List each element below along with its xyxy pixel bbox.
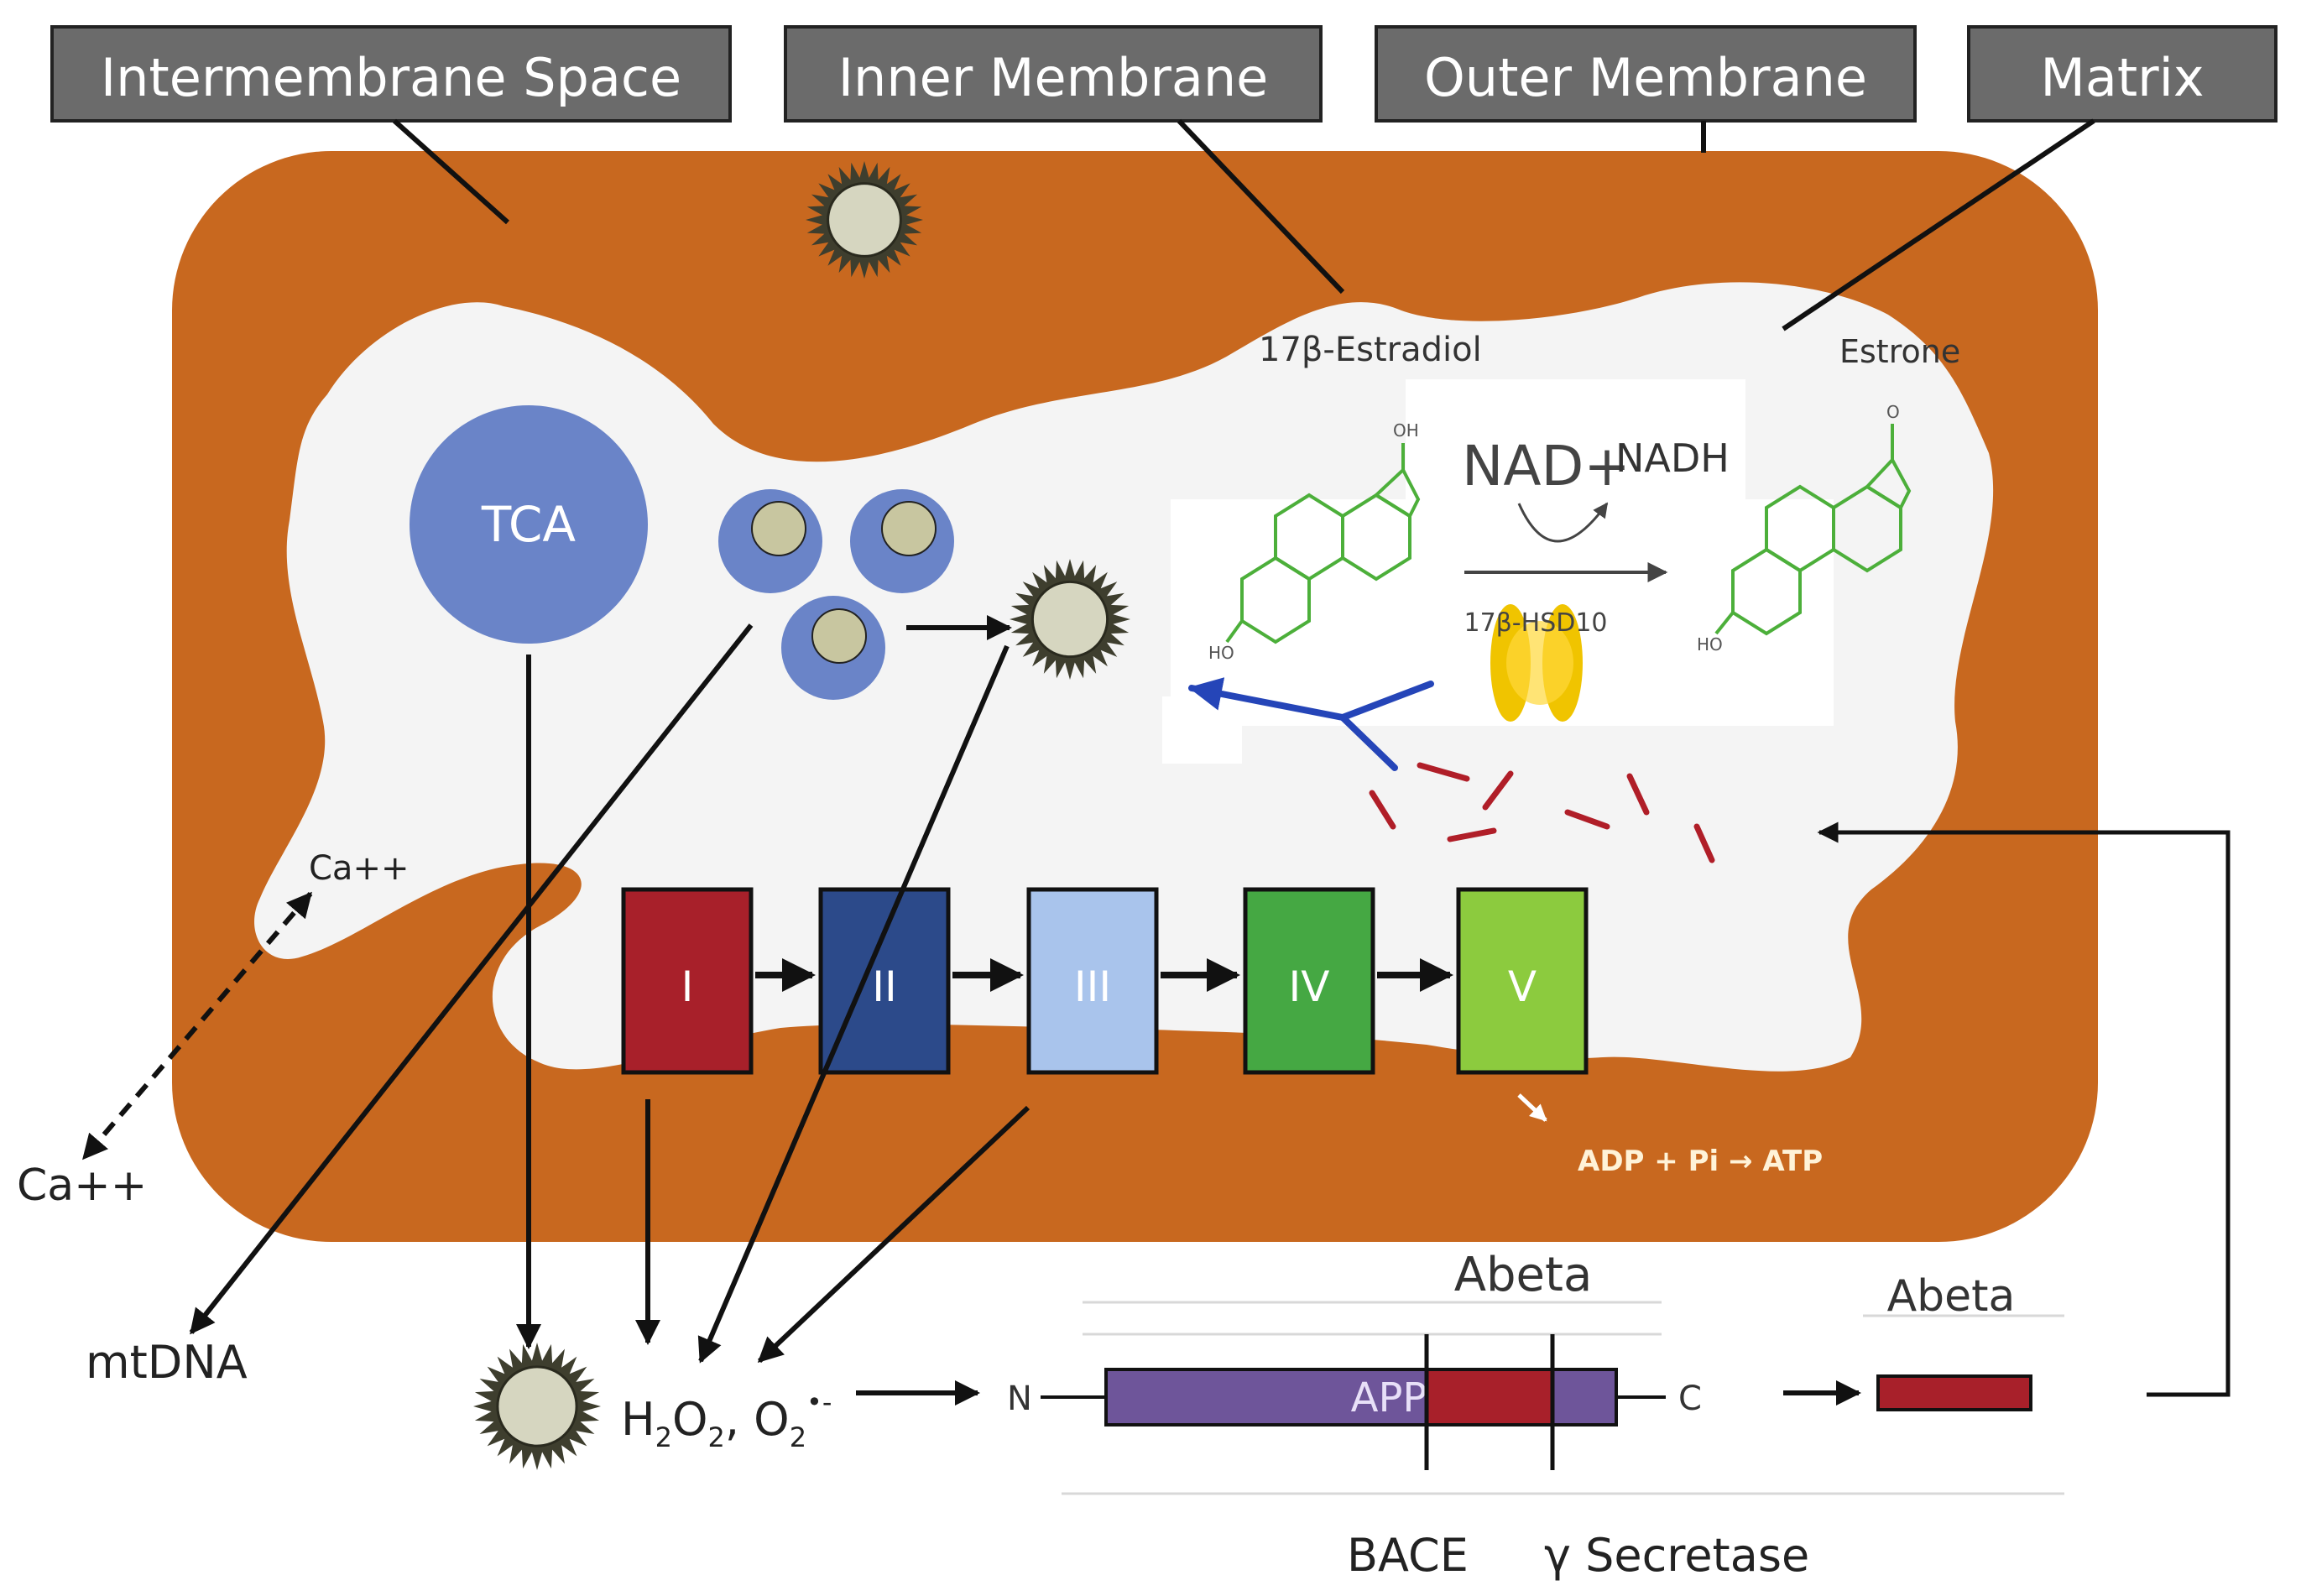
complex-I: I — [621, 887, 754, 1075]
svg-text:Intermembrane Space: Intermembrane Space — [101, 47, 681, 108]
tca-circle — [410, 405, 648, 644]
mtdna-vesicle — [781, 596, 885, 700]
app-abeta-region — [1427, 1371, 1552, 1423]
svg-text:III: III — [1074, 962, 1111, 1011]
svg-text:Outer Membrane: Outer Membrane — [1424, 47, 1867, 108]
label-inner-membrane: Inner Membrane — [784, 25, 1323, 123]
gamma-secretase-label: γ Secretase — [1544, 1529, 1809, 1582]
complex-V: V — [1456, 887, 1589, 1075]
app-n-terminus: N — [1007, 1380, 1032, 1418]
mtdna-vesicle — [850, 489, 954, 593]
ros-core — [827, 182, 902, 258]
abeta-feedback-arrow — [1817, 821, 2231, 1397]
pointer-inner-membrane — [1177, 118, 1345, 295]
pointer-matrix — [1782, 118, 2095, 331]
enzyme-blob-highlight — [1506, 621, 1573, 705]
label-intermembrane-space: Intermembrane Space — [50, 25, 732, 123]
bace-label: BACE — [1347, 1529, 1469, 1582]
estradiol-ho-bottom: HO — [1208, 643, 1234, 663]
calcium-exchange-arrow — [81, 891, 313, 1160]
label-matrix: Matrix — [1967, 25, 2278, 123]
calcium-outer-label: Ca++ — [17, 1160, 147, 1211]
svg-text:Matrix: Matrix — [2040, 47, 2204, 108]
ros-particle-outer — [806, 161, 923, 279]
svg-text:H2O2, O2•-: H2O2, O2•- — [621, 1386, 832, 1453]
ros-pathway-arrows — [189, 615, 1861, 1406]
ros-particle-matrix — [1010, 559, 1130, 680]
nadh-label: NADH — [1615, 436, 1730, 481]
estrogen-panel-tab — [1162, 696, 1242, 764]
svg-text:IV: IV — [1289, 962, 1330, 1011]
svg-text:Inner Membrane: Inner Membrane — [838, 47, 1269, 108]
abeta-top-label: Abeta — [1454, 1248, 1593, 1302]
ros-label: H2O2, O2•- — [621, 1386, 832, 1453]
estradiol-label: 17β-Estradiol — [1259, 331, 1482, 369]
nad-label: NAD+ — [1462, 434, 1631, 498]
svg-text:I: I — [681, 962, 694, 1011]
estrone-label: Estrone — [1839, 333, 1960, 370]
ros-core — [1030, 580, 1109, 659]
estrone-structure — [1714, 424, 1912, 636]
calcium-inner-label: Ca++ — [309, 849, 409, 888]
label-outer-membrane: Outer Membrane — [1375, 25, 1917, 123]
ros-particle-bottom — [473, 1343, 601, 1470]
app-guide-lines — [1062, 1301, 2064, 1495]
atp-reaction: ADP + Pi → ATP — [1578, 1145, 1823, 1178]
atp-arrow — [1517, 1093, 1547, 1122]
abeta-product — [1876, 1374, 2032, 1411]
app-label: APP — [1351, 1374, 1427, 1421]
estradiol-oh-top: OH — [1393, 420, 1419, 441]
svg-text:II: II — [872, 962, 897, 1011]
inhibition-arrow — [1188, 677, 1434, 771]
app-c-terminus: C — [1678, 1380, 1702, 1418]
ros-core — [496, 1365, 578, 1447]
estrone-o-top: O — [1886, 402, 1900, 422]
abeta-product-label: Abeta — [1887, 1271, 2016, 1322]
complex-IV: IV — [1243, 887, 1375, 1075]
mtdna-label: mtDNA — [86, 1336, 248, 1389]
pointer-intermembrane — [392, 118, 510, 225]
abeta-fragments — [1369, 762, 1715, 863]
estradiol-structure — [1225, 443, 1421, 644]
estrone-ho-bottom: HO — [1697, 634, 1723, 655]
complex-II: II — [818, 887, 951, 1075]
tca-label: TCA — [481, 496, 577, 553]
enzyme-label: 17β-HSD10 — [1464, 608, 1607, 638]
nad-curved-arrow — [1517, 502, 1609, 543]
complex-III: III — [1026, 887, 1159, 1075]
mtdna-vesicle — [718, 489, 822, 593]
svg-text:V: V — [1508, 962, 1537, 1011]
